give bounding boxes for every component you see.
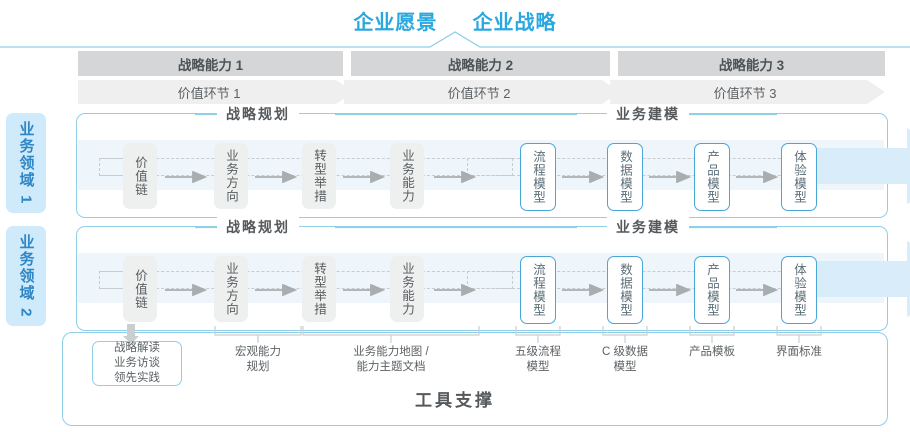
node-r2-experience-model[interactable]: 体验模型: [781, 256, 817, 324]
row-2-dash-pad-mid: [467, 271, 513, 289]
capability-label-1: 战略能力 1: [177, 57, 244, 73]
flow-arrow-icon-r2-2: [255, 284, 297, 296]
domain-row-1: 战略规划 业务建模 价值链 业务方向 转型举措 业务能力 流程模型 数据模型 产…: [76, 104, 910, 218]
row-1-big-arrow-icon: [787, 128, 910, 204]
node-r1-business-direction[interactable]: 业务方向: [214, 143, 248, 209]
value-link-label-3: 价值环节 3: [713, 85, 777, 101]
tool-label-capability-map: 业务能力地图 / 能力主题文档: [353, 346, 429, 373]
tool-label-macro-capability: 宏观能力 规划: [235, 346, 281, 373]
sidebar-domain-2: 业务领域 2: [6, 226, 46, 326]
domain-label-2: 业务领域 2: [17, 233, 35, 319]
node-r2-value-chain[interactable]: 价值链: [123, 256, 157, 322]
flow-arrow-icon-r1-5: [562, 171, 604, 183]
value-link-chevron-shapes: [78, 80, 885, 104]
flow-arrow-icon-r2-3: [343, 284, 385, 296]
tool-support-container: [62, 332, 888, 426]
node-r2-transformation-measures[interactable]: 转型举措: [302, 256, 336, 322]
node-r2-data-model[interactable]: 数据模型: [607, 256, 643, 324]
node-r2-product-model[interactable]: 产品模型: [694, 256, 730, 324]
flow-arrow-icon-r2-7: [736, 284, 778, 296]
domain-label-1: 业务领域 1: [17, 120, 35, 206]
tool-label-ui-standard: 界面标准: [776, 346, 822, 358]
row-1-dash-pad-mid: [467, 158, 513, 176]
flow-arrow-icon-r2-5: [562, 284, 604, 296]
row-2-top-rule: [195, 226, 777, 229]
capability-label-2: 战略能力 2: [447, 57, 514, 73]
tool-label-product-template: 产品模板: [689, 346, 735, 358]
bottom-connectors: [123, 324, 822, 344]
enterprise-strategy-title: 企业战略: [472, 12, 557, 34]
node-r2-process-model[interactable]: 流程模型: [520, 256, 556, 324]
flow-arrow-icon-r1-3: [343, 171, 385, 183]
value-link-bars: 价值环节 1 价值环节 2 价值环节 3: [78, 80, 885, 104]
row-1-band: [78, 140, 884, 190]
strategic-capability-bars: 战略能力 1 战略能力 2 战略能力 3: [78, 51, 885, 76]
flow-arrow-icon-r2-1: [165, 284, 207, 296]
tool-box-strategy-interpretation[interactable]: 战略解读 业务访谈 领先实践: [92, 341, 182, 386]
value-link-label-2: 价值环节 2: [447, 85, 511, 101]
row-1-top-rule: [195, 113, 777, 116]
row-2-right-title: 业务建模: [607, 217, 689, 237]
node-r2-business-capability[interactable]: 业务能力: [390, 256, 424, 322]
tool-box-label: 战略解读 业务访谈 领先实践: [114, 342, 160, 384]
node-r1-value-chain[interactable]: 价值链: [123, 143, 157, 209]
capability-label-3: 战略能力 3: [718, 57, 785, 73]
node-r1-transformation-measures[interactable]: 转型举措: [302, 143, 336, 209]
tool-label-c-level-data: C 级数据 模型: [602, 346, 648, 373]
row-2-left-title: 战略规划: [217, 217, 299, 237]
row-1-right-title: 业务建模: [607, 104, 689, 124]
value-link-label-1: 价值环节 1: [177, 85, 241, 101]
flow-arrow-icon-r1-2: [255, 171, 297, 183]
flow-arrow-icon-r2-4: [434, 284, 476, 296]
node-r1-experience-model[interactable]: 体验模型: [781, 143, 817, 211]
node-r1-product-model[interactable]: 产品模型: [694, 143, 730, 211]
node-r1-business-capability[interactable]: 业务能力: [390, 143, 424, 209]
flow-arrow-icon-r1-7: [736, 171, 778, 183]
header-chevron-icon: [0, 31, 910, 48]
flow-arrow-icon-r1-1: [165, 171, 207, 183]
header-titles: 企业愿景 企业战略: [0, 6, 910, 35]
capability-bar-3: 战略能力 3: [618, 51, 885, 76]
enterprise-vision-title: 企业愿景: [353, 12, 438, 34]
value-chain-up-arrow-icon: [123, 324, 139, 344]
tool-label-five-level-process: 五级流程 模型: [515, 346, 561, 373]
flow-arrow-icon-r1-4: [434, 171, 476, 183]
tool-support-title: 工具支撑: [415, 391, 495, 410]
sidebar-domain-1: 业务领域 1: [6, 113, 46, 213]
capability-bar-1: 战略能力 1: [78, 51, 343, 76]
row-2-big-arrow-icon: [787, 241, 910, 317]
row-2-band: [78, 253, 884, 303]
node-r2-business-direction[interactable]: 业务方向: [214, 256, 248, 322]
capability-bar-2: 战略能力 2: [351, 51, 610, 76]
flow-arrow-icon-r1-6: [649, 171, 691, 183]
node-r1-data-model[interactable]: 数据模型: [607, 143, 643, 211]
flow-arrow-icon-r2-6: [649, 284, 691, 296]
domain-row-2: 战略规划 业务建模 价值链 业务方向 转型举措 业务能力 流程模型 数据模型 产…: [76, 217, 910, 331]
row-1-left-title: 战略规划: [217, 104, 299, 124]
node-r1-process-model[interactable]: 流程模型: [520, 143, 556, 211]
